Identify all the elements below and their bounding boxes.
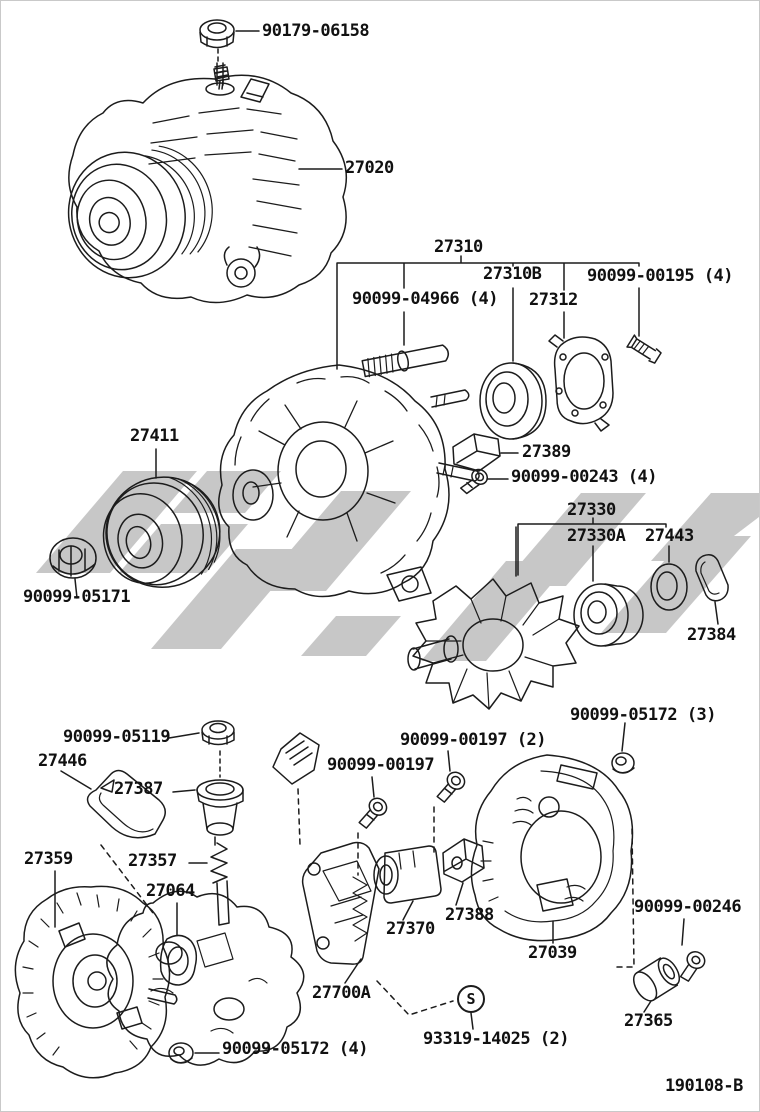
cover-27384-drawing [695, 554, 729, 625]
part-label-27443: 27443 [645, 526, 694, 546]
substitution-mark-leader-lines [376, 980, 474, 1030]
terminal-insulator-27388-drawing [442, 838, 485, 906]
clamp-27446-drawing [60, 769, 166, 914]
condenser-27365-drawing [632, 957, 681, 1013]
part-label-90099-05172-4: 90099-05172 (4) [222, 1039, 369, 1059]
washer-27443-drawing [650, 563, 688, 611]
pulley-27411-drawing [102, 448, 221, 589]
part-label-90099-00246: 90099-00246 [634, 897, 742, 917]
part-label-90099-05172-3: 90099-05172 (3) [570, 705, 717, 725]
part-label-27365: 27365 [624, 1011, 673, 1031]
insulator-27387-drawing [172, 750, 244, 836]
part-label-27039: 27039 [528, 943, 577, 963]
part-label-27411: 27411 [130, 426, 179, 446]
grommet-27064-drawing [159, 902, 198, 986]
part-label-90099-05119: 90099-05119 [63, 727, 171, 747]
rectifier-27370-drawing [373, 845, 442, 921]
screw-90099-00246-drawing [612, 828, 706, 982]
regulator-27700A-drawing [301, 841, 380, 984]
bearing-27310B-drawing [479, 362, 547, 440]
part-label-90099-00243: 90099-00243 (4) [511, 467, 658, 487]
part-label-27310B: 27310B [483, 264, 542, 284]
part-label-90099-05171: 90099-05171 [23, 587, 131, 607]
part-label-27312: 27312 [529, 290, 578, 310]
part-label-27064: 27064 [146, 881, 195, 901]
group-27330-leader-lines [517, 517, 670, 582]
part-label-27700A: 27700A [312, 983, 371, 1003]
part-label-27330A: 27330A [567, 526, 626, 546]
pulley-nut-90099-05171-drawing [49, 537, 97, 599]
part-label-27357: 27357 [128, 851, 177, 871]
part-label-27330: 27330 [567, 500, 616, 520]
brush-holder-cover-drawing [272, 732, 320, 846]
drawing-number: 190108-B [665, 1076, 743, 1096]
brush-holder-assembly-drawing [106, 890, 305, 1066]
watermark-logo [36, 471, 759, 661]
part-label-27020: 27020 [345, 158, 394, 178]
bolt-90099-00243-drawing [459, 468, 509, 495]
rotor-27330-drawing [407, 526, 580, 710]
brush-spring-27357-drawing [188, 836, 230, 926]
part-label-90099-00197: 90099-00197 [327, 755, 435, 775]
front-bracket-27359-drawing [14, 870, 178, 1079]
group-27310-leader-lines [336, 255, 640, 370]
part-label-27370: 27370 [386, 919, 435, 939]
nut-90099-05172-3-drawing [611, 722, 635, 774]
bolt-90099-00195-drawing [626, 334, 662, 364]
nut-90099-05119-drawing [168, 720, 235, 746]
part-label-27389: 27389 [522, 442, 571, 462]
alternator-assembly-drawing [67, 62, 348, 304]
substitution-mark: S [457, 985, 485, 1013]
cap-27389-drawing [452, 433, 519, 472]
part-label-27310: 27310 [434, 237, 483, 257]
bearing-retainer-27312-drawing [548, 334, 614, 432]
stud-bolt-90099-04966-drawing [361, 344, 450, 378]
part-label-90099-00195: 90099-00195 (4) [587, 266, 734, 286]
part-label-27446: 27446 [38, 751, 87, 771]
drive-end-bracket-drawing [218, 364, 480, 602]
part-label-93319-14025: 93319-14025 (2) [423, 1029, 570, 1049]
nut-90099-05172-4-drawing [168, 1042, 220, 1064]
part-label-27388: 27388 [445, 905, 494, 925]
part-label-27384: 27384 [687, 625, 736, 645]
bolts-90099-00197-drawing [357, 750, 466, 876]
part-label-90179-06158: 90179-06158 [262, 21, 370, 41]
part-label-27387: 27387 [114, 779, 163, 799]
part-label-90099-00197-2: 90099-00197 (2) [400, 730, 547, 750]
bearing-27330A-drawing [573, 583, 644, 647]
part-label-27359: 27359 [24, 849, 73, 869]
rear-end-cover-27039-drawing [470, 754, 634, 944]
part-label-90099-04966: 90099-04966 (4) [352, 289, 499, 309]
